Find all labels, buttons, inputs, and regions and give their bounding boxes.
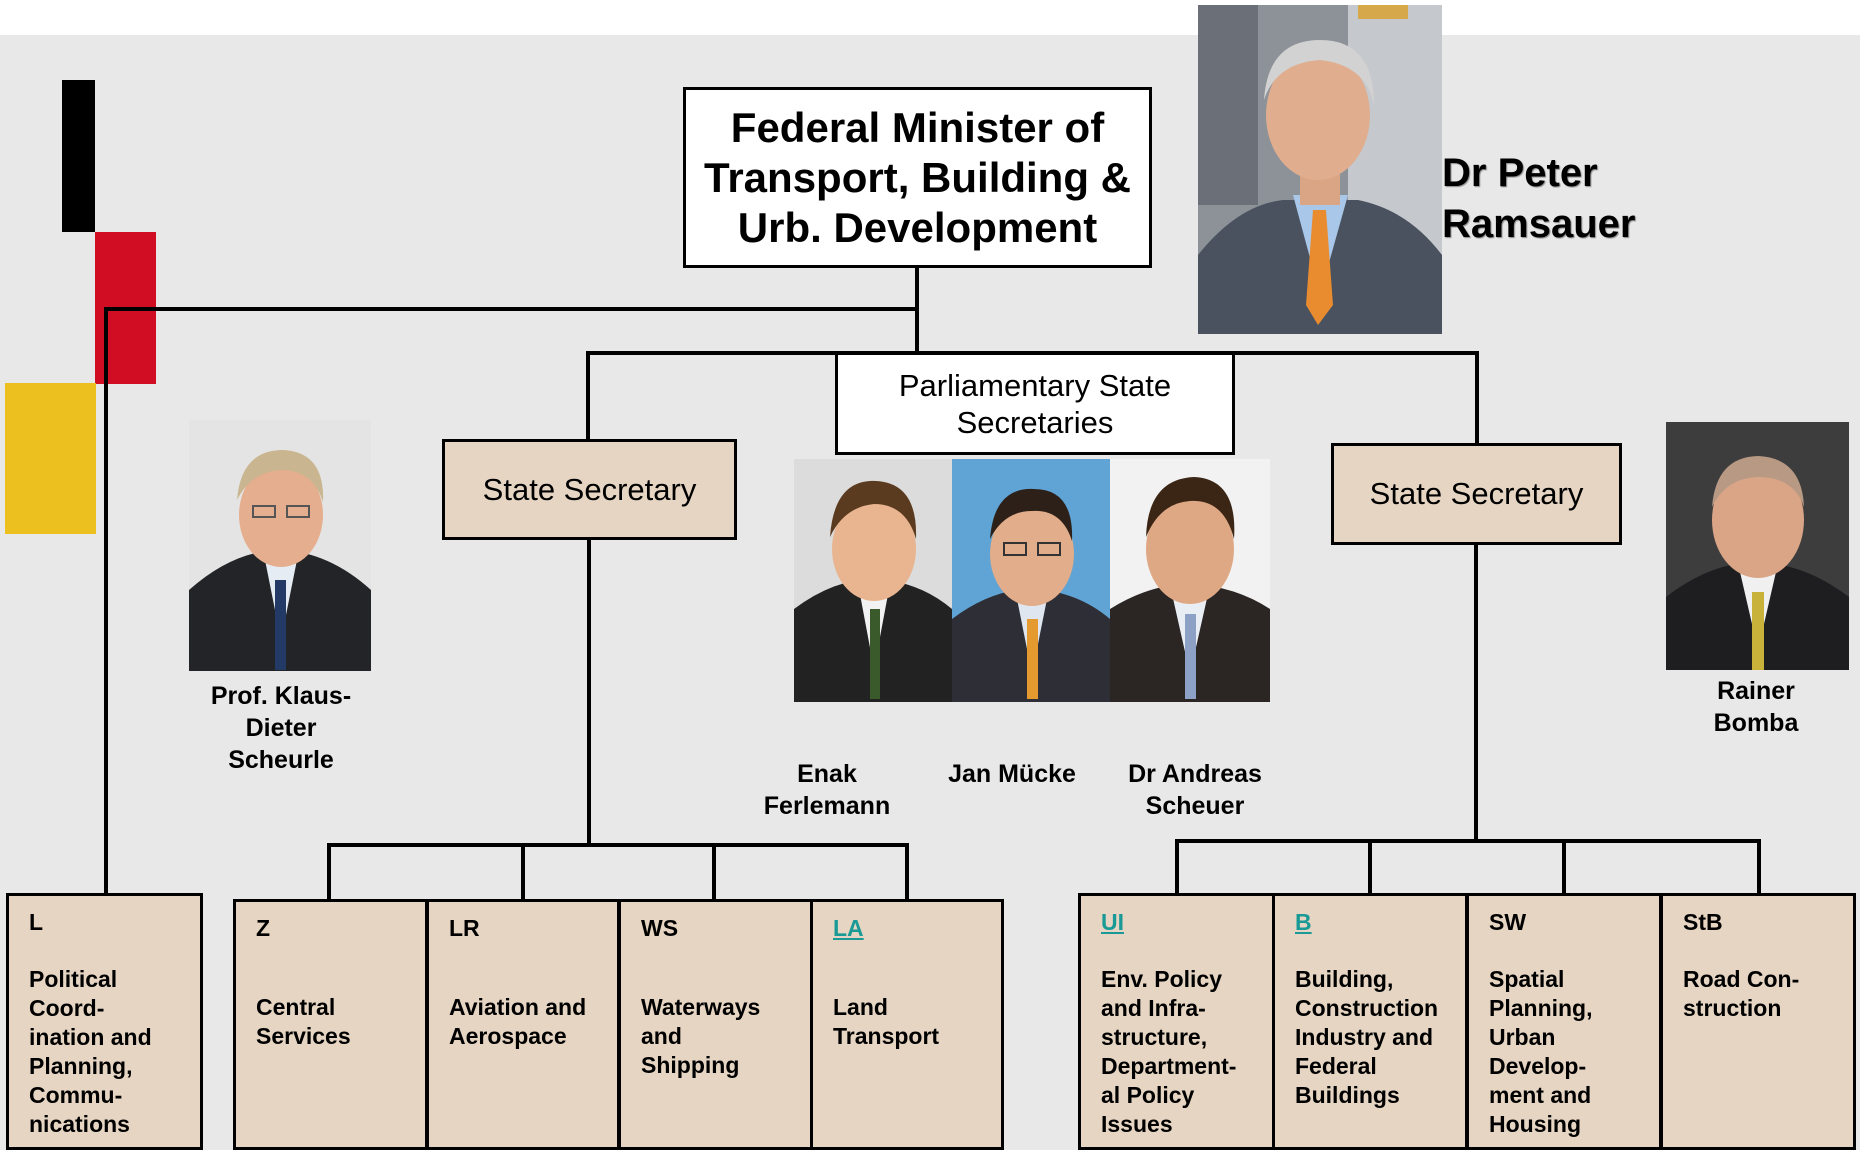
photo-bomba: [1666, 422, 1849, 670]
dept-title: Central Services: [256, 994, 351, 1049]
name-muecke: Jan Mücke: [948, 760, 1076, 788]
name-bomba: Rainer Bomba: [1713, 677, 1799, 737]
dept-title: Env. Policy and Infra-structure, Departm…: [1101, 966, 1237, 1137]
name-scheurle: Prof. Klaus-Dieter Scheurle: [210, 682, 352, 774]
state-secretary-left-title: State Secretary: [482, 471, 697, 507]
dept-L: L Political Coord-ination and Planning, …: [6, 893, 203, 1150]
dept-code: SW: [1489, 909, 1527, 935]
minister-title: Federal Minister of Transport, Building …: [704, 103, 1131, 251]
dept-code: StB: [1683, 909, 1723, 935]
dept-UI[interactable]: UI Env. Policy and Infra-structure, Depa…: [1078, 893, 1275, 1150]
photo-ferlemann: [794, 459, 952, 702]
dept-title: Political Coord-ination and Planning, Co…: [29, 966, 152, 1137]
parliamentary-title: Parliamentary State Secretaries: [898, 367, 1172, 440]
dept-WS: WS Waterways and Shipping: [618, 899, 813, 1150]
dept-SW: SW Spatial Planning, Urban Develop-ment …: [1466, 893, 1662, 1150]
dept-title: Aviation and Aerospace: [449, 994, 587, 1049]
dept-code-link[interactable]: B: [1295, 909, 1312, 935]
dept-code: WS: [641, 915, 679, 941]
dept-LA[interactable]: LA Land Transport: [810, 899, 1004, 1150]
dept-StB: StB Road Con-struction: [1660, 893, 1856, 1150]
flag-stripe-black: [62, 80, 95, 232]
dept-code: LR: [449, 915, 480, 941]
minister-name: Dr Peter Ramsauer: [1442, 151, 1636, 246]
dept-code: L: [29, 909, 44, 935]
dept-LR: LR Aviation and Aerospace: [426, 899, 620, 1150]
dept-Z: Z Central Services: [233, 899, 428, 1150]
dept-code: Z: [256, 915, 271, 941]
state-secretary-right-box: State Secretary: [1331, 443, 1622, 545]
dept-B[interactable]: B Building, Construction Industry and Fe…: [1272, 893, 1468, 1150]
photo-scheuer: [1110, 459, 1270, 702]
state-secretary-right-title: State Secretary: [1369, 476, 1584, 511]
dept-title: Land Transport: [833, 994, 940, 1049]
minister-photo: [1198, 5, 1442, 334]
photo-scheurle: [189, 420, 371, 671]
flag-stripe-gold: [5, 383, 96, 534]
dept-title: Road Con-struction: [1683, 966, 1800, 1021]
dept-title: Building, Construction Industry and Fede…: [1295, 966, 1439, 1108]
parliamentary-state-secretaries-box: Parliamentary State Secretaries: [835, 352, 1235, 455]
dept-code-link[interactable]: LA: [833, 915, 864, 941]
dept-title: Waterways and Shipping: [641, 994, 761, 1078]
dept-title: Spatial Planning, Urban Develop-ment and…: [1489, 966, 1593, 1137]
name-ferlemann: Enak Ferlemann: [763, 760, 891, 820]
dept-code-link[interactable]: UI: [1101, 909, 1124, 935]
photo-muecke: [952, 459, 1110, 702]
minister-box: Federal Minister of Transport, Building …: [683, 87, 1152, 268]
state-secretary-left-box: State Secretary: [442, 439, 737, 540]
name-scheuer: Dr Andreas Scheuer: [1128, 760, 1262, 820]
